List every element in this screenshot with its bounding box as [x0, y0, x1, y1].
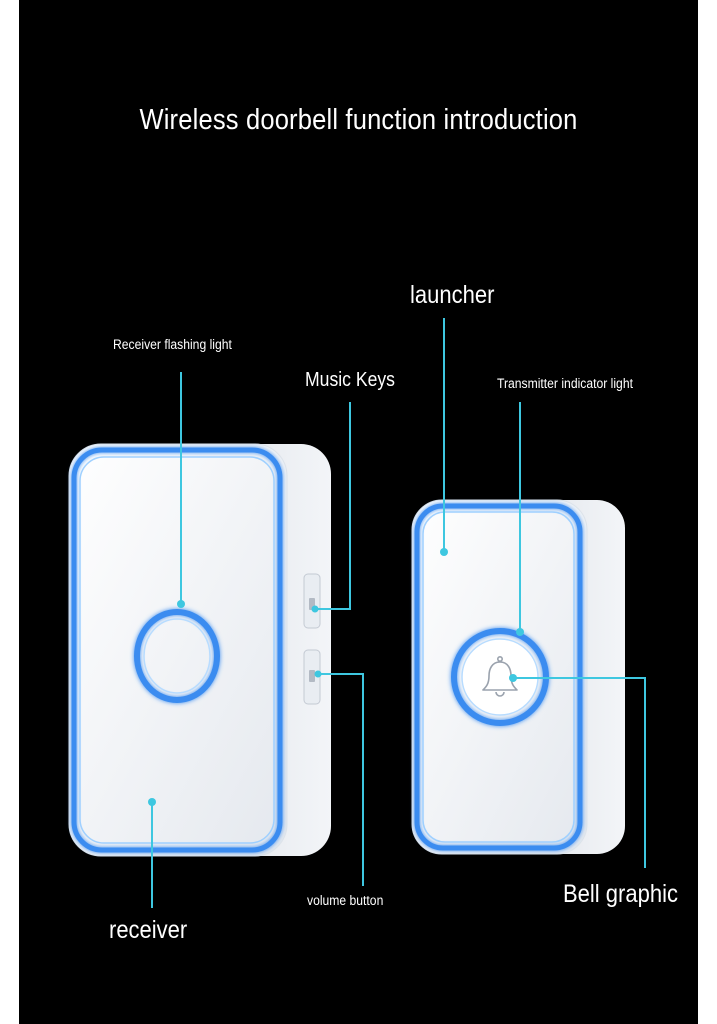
- label-receiver: receiver: [109, 916, 188, 944]
- label-volume-button: volume button: [307, 893, 384, 908]
- label-bell-graphic: Bell graphic: [563, 880, 678, 908]
- doorbell-illustration: [68, 318, 646, 908]
- bell-icon: [482, 655, 518, 697]
- product-banner: Wireless doorbell function introduction: [19, 0, 698, 1024]
- callout-lines: [151, 318, 646, 908]
- label-transmitter-indicator-light: Transmitter indicator light: [497, 376, 633, 391]
- label-music-keys: Music Keys: [305, 369, 395, 391]
- label-launcher: launcher: [410, 281, 495, 309]
- page-title: Wireless doorbell function introduction: [139, 104, 578, 136]
- label-receiver-flashing-light: Receiver flashing light: [113, 337, 232, 352]
- receiver-device: [68, 443, 331, 857]
- callout-dots: [148, 548, 524, 806]
- receiver-light-ring: [134, 609, 220, 703]
